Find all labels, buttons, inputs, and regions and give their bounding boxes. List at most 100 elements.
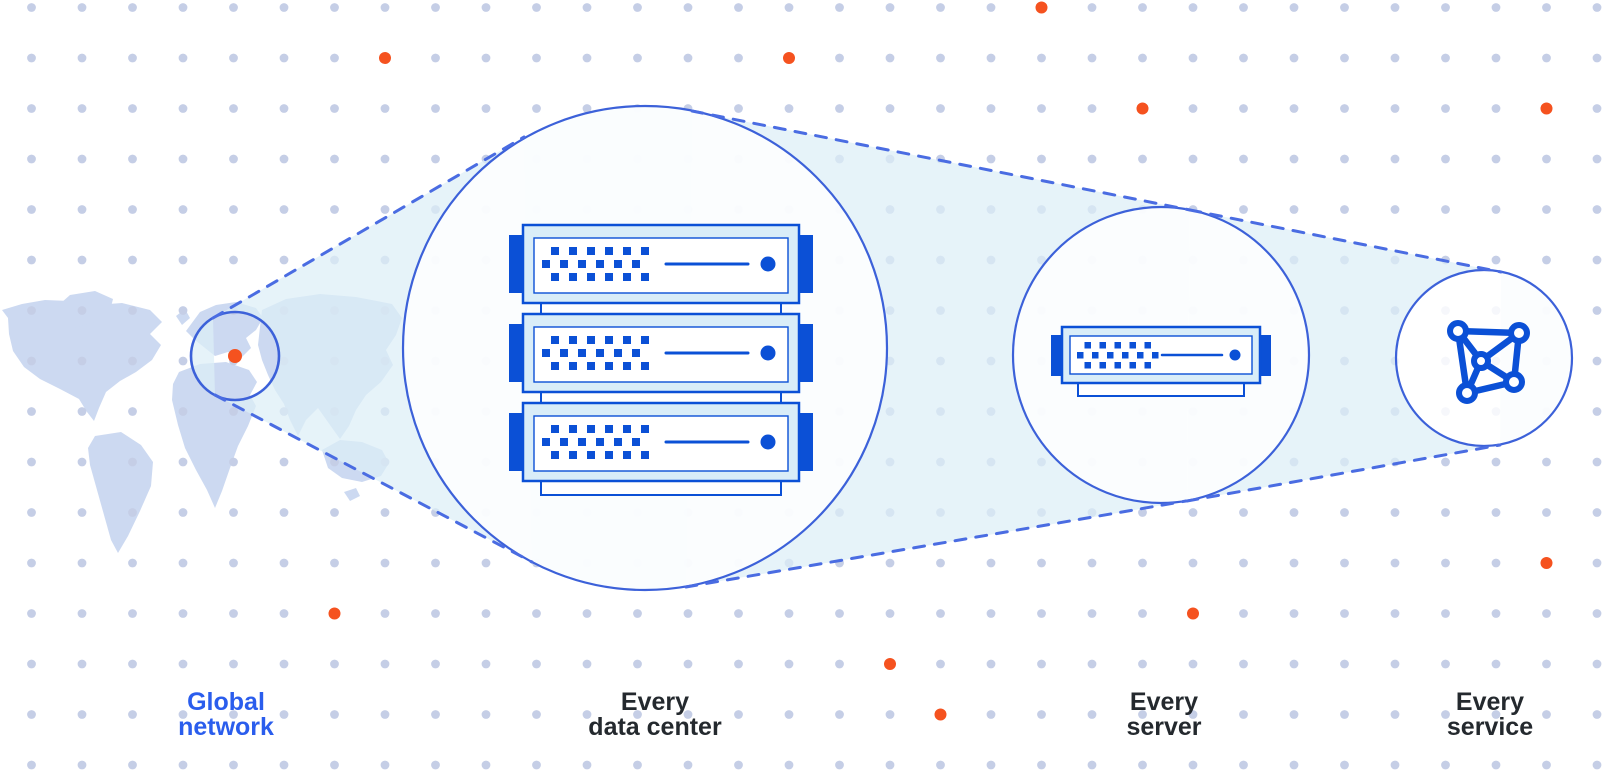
grid-dot bbox=[1138, 154, 1147, 164]
led-square bbox=[542, 349, 550, 357]
grid-dot bbox=[1037, 53, 1046, 63]
grid-dot bbox=[330, 104, 339, 113]
grid-dot bbox=[1390, 205, 1400, 214]
led-square bbox=[542, 260, 550, 268]
grid-dot bbox=[1592, 457, 1602, 467]
grid-dot bbox=[1239, 760, 1248, 770]
led-square bbox=[587, 273, 595, 281]
label-line: server bbox=[1126, 713, 1202, 741]
grid-dot bbox=[27, 356, 36, 366]
grid-dot bbox=[734, 53, 743, 63]
led-square bbox=[632, 438, 640, 446]
grid-dot bbox=[1037, 710, 1046, 719]
server-rack-unit bbox=[509, 401, 813, 483]
grid-dot bbox=[582, 659, 592, 669]
orange-dot bbox=[1187, 607, 1199, 620]
grid-dot bbox=[431, 3, 440, 12]
server-unit bbox=[1051, 325, 1271, 397]
grid-dot bbox=[1592, 710, 1602, 719]
grid-dot bbox=[1592, 3, 1602, 12]
grid-dot bbox=[1289, 760, 1299, 770]
grid-dot bbox=[936, 104, 945, 113]
grid-dot bbox=[279, 659, 289, 669]
grid-dot bbox=[128, 760, 137, 770]
orange-dot bbox=[1035, 1, 1048, 14]
grid-dot bbox=[279, 205, 289, 214]
orange-dot bbox=[1136, 102, 1149, 115]
grid-dot bbox=[229, 457, 238, 467]
grid-dot bbox=[1138, 558, 1147, 568]
grid-dot bbox=[1138, 508, 1147, 517]
grid-dot bbox=[532, 710, 541, 719]
grid-dot bbox=[128, 508, 137, 517]
grid-dot bbox=[77, 760, 87, 770]
grid-dot bbox=[1592, 154, 1602, 164]
grid-dot bbox=[128, 609, 137, 618]
grid-dot bbox=[1491, 710, 1501, 719]
grid-dot bbox=[1340, 154, 1349, 164]
server-base bbox=[1077, 382, 1245, 397]
led-square bbox=[569, 451, 577, 459]
led-square bbox=[1129, 362, 1136, 369]
grid-dot bbox=[27, 205, 36, 214]
grid-dot bbox=[683, 760, 693, 770]
label-line: data center bbox=[588, 713, 722, 741]
grid-dot bbox=[986, 760, 996, 770]
grid-dot bbox=[481, 609, 491, 618]
grid-dot bbox=[178, 710, 188, 719]
grid-dot bbox=[1542, 3, 1551, 12]
led-square bbox=[1107, 352, 1114, 359]
grid-dot bbox=[885, 710, 895, 719]
grid-dot bbox=[1592, 407, 1602, 416]
grid-dot bbox=[128, 53, 137, 63]
grid-dot bbox=[633, 659, 642, 669]
grid-dot bbox=[1138, 3, 1147, 12]
grid-dot bbox=[1491, 104, 1501, 113]
grid-dot bbox=[532, 760, 541, 770]
grid-dot bbox=[1491, 3, 1501, 12]
grid-dot bbox=[229, 508, 238, 517]
grid-dot bbox=[734, 710, 743, 719]
grid-dot bbox=[1592, 659, 1602, 669]
grid-dot bbox=[986, 659, 996, 669]
grid-dot bbox=[77, 558, 87, 568]
led-square bbox=[1092, 352, 1099, 359]
label-line: network bbox=[178, 713, 274, 741]
led-square bbox=[1137, 352, 1144, 359]
grid-dot bbox=[1390, 508, 1400, 517]
led-square bbox=[551, 336, 559, 344]
grid-dot bbox=[1340, 558, 1349, 568]
grid-dot bbox=[1592, 760, 1602, 770]
grid-dot bbox=[784, 659, 794, 669]
grid-dot bbox=[1138, 609, 1147, 618]
grid-dot bbox=[986, 104, 996, 113]
grid-dot bbox=[178, 104, 188, 113]
grid-dot bbox=[986, 53, 996, 63]
grid-dot bbox=[77, 205, 87, 214]
grid-dot bbox=[532, 53, 541, 63]
grid-dot bbox=[431, 609, 440, 618]
grid-dot bbox=[481, 104, 491, 113]
grid-dot bbox=[178, 356, 188, 366]
grid-dot bbox=[128, 3, 137, 12]
grid-dot bbox=[1390, 609, 1400, 618]
grid-dot bbox=[431, 53, 440, 63]
grid-dot bbox=[1239, 659, 1248, 669]
led-square bbox=[605, 362, 613, 370]
grid-dot bbox=[27, 558, 36, 568]
grid-dot bbox=[380, 508, 390, 517]
led-square bbox=[632, 260, 640, 268]
grid-dot bbox=[1087, 154, 1097, 164]
grid-dot bbox=[1441, 609, 1450, 618]
grid-dot bbox=[128, 154, 137, 164]
grid-dot bbox=[178, 205, 188, 214]
led-square bbox=[1084, 362, 1091, 369]
grid-dot bbox=[27, 104, 36, 113]
grid-dot bbox=[633, 760, 642, 770]
grid-dot bbox=[1441, 558, 1450, 568]
grid-dot bbox=[1239, 558, 1248, 568]
grid-dot bbox=[77, 3, 87, 12]
grid-dot bbox=[431, 659, 440, 669]
grid-dot bbox=[1037, 558, 1046, 568]
grid-dot bbox=[27, 609, 36, 618]
